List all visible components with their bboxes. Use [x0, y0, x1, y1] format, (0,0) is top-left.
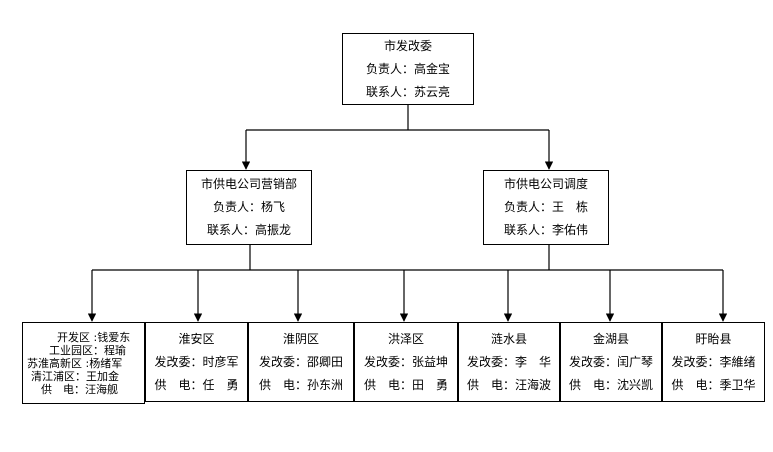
- top-node-line: 负责人：高金宝: [365, 61, 450, 76]
- bottom-node-title: 盱眙县: [695, 331, 732, 346]
- bottom-node-line: 发改委：李維绪: [671, 354, 756, 369]
- top-node-line: 联系人：苏云亮: [365, 84, 450, 99]
- bottom-node-box: 盱眙县 发改委：李維绪 供 电：季卫华: [662, 322, 765, 402]
- bottom-node-box: 开发区 :钱爱东 工业园区：程瑜 苏淮高新区 :杨绪军 清江浦区：王加金 供 电…: [22, 322, 145, 404]
- mid-node-title: 市供电公司营销部: [200, 177, 297, 191]
- mid-node-line: 联系人：高振龙: [206, 223, 291, 237]
- mid-node-title: 市供电公司调度: [503, 177, 588, 191]
- bottom-node-box: 淮安区 发改委：时彦军 供 电：任 勇: [145, 322, 248, 402]
- bottom-node-line: 供 电：汪海波: [466, 377, 551, 392]
- bottom-node-line: 供 电：任 勇: [154, 377, 239, 392]
- bottom-node-title: 涟水县: [490, 331, 527, 346]
- bottom-node-title: 淮阴区: [282, 331, 319, 346]
- mid-node-line: 负责人：王 栋: [503, 200, 588, 214]
- bottom-node-box: 淮阴区 发改委：邵卿田 供 电：孙东洲: [248, 322, 354, 402]
- bottom-node-line: 开发区 :钱爱东: [57, 330, 131, 344]
- bottom-node-line: 发改委：时彦军: [154, 354, 239, 369]
- mid-node-line: 负责人：杨飞: [212, 200, 285, 214]
- bottom-node-line: 供 电：孙东洲: [258, 377, 343, 392]
- bottom-node-line: 发改委：李 华: [466, 354, 551, 369]
- bottom-node-title: 金湖县: [592, 331, 629, 346]
- bottom-node-box: 涟水县 发改委：李 华 供 电：汪海波: [458, 322, 560, 402]
- mid-node-box: 市供电公司调度 负责人：王 栋 联系人：李佑伟: [483, 170, 609, 245]
- bottom-node-line: 工业园区：程瑜: [49, 343, 126, 357]
- top-node-title: 市发改委: [383, 38, 432, 53]
- top-node-box: 市发改委 负责人：高金宝 联系人：苏云亮: [342, 33, 474, 105]
- bottom-node-line: 供 电：季卫华: [671, 377, 756, 392]
- bottom-node-box: 金湖县 发改委：闰广琴 供 电：沈兴凯: [560, 322, 662, 402]
- bottom-node-line: 供 电：沈兴凯: [568, 377, 653, 392]
- bottom-node-title: 淮安区: [178, 331, 215, 346]
- bottom-node-line: 发改委：闰广琴: [568, 354, 653, 369]
- mid-node-box: 市供电公司营销部 负责人：杨飞 联系人：高振龙: [186, 170, 312, 245]
- mid-node-line: 联系人：李佑伟: [503, 223, 588, 237]
- bottom-node-line: 苏淮高新区 :杨绪军: [27, 356, 123, 370]
- bottom-node-title: 洪泽区: [387, 331, 424, 346]
- bottom-node-line: 清江浦区：王加金: [31, 369, 119, 383]
- bottom-node-line: 供 电：汪海舰: [41, 382, 118, 396]
- bottom-node-line: 供 电：田 勇: [363, 377, 448, 392]
- bottom-node-line: 发改委：邵卿田: [258, 354, 343, 369]
- bottom-node-line: 发改委：张益坤: [363, 354, 448, 369]
- bottom-node-box: 洪泽区 发改委：张益坤 供 电：田 勇: [354, 322, 458, 402]
